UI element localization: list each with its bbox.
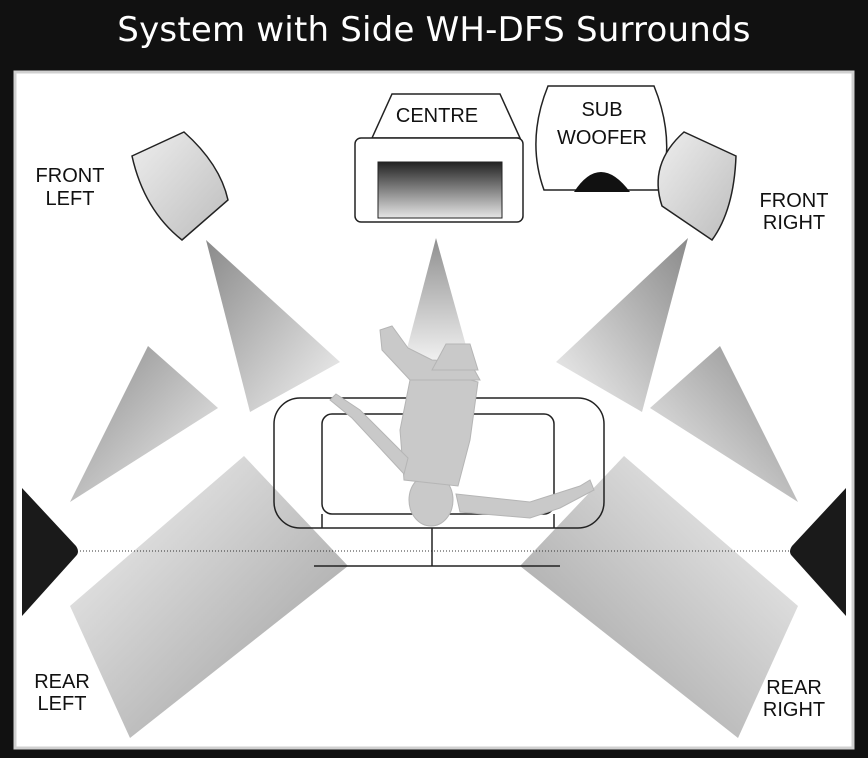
front-right-beam — [556, 238, 688, 412]
centre-speaker: CENTRE — [354, 93, 524, 223]
tv-screen — [377, 161, 503, 219]
front-right-speaker — [657, 131, 737, 242]
front-left-speaker — [131, 131, 229, 241]
subwoofer-label-line1: SUB — [581, 99, 622, 121]
rear-right-beam — [520, 456, 798, 738]
rear-left-label-line1: REAR — [34, 671, 90, 693]
front-left-label-line1: FRONT — [36, 165, 105, 187]
rear-right-label-line1: REAR — [766, 677, 822, 699]
rear-right-label-line2: RIGHT — [763, 699, 825, 721]
rear-left-beam — [70, 456, 348, 738]
left-wall-speaker — [22, 488, 78, 616]
subwoofer: SUB WOOFER — [535, 85, 668, 192]
subwoofer-label-line2: WOOFER — [557, 127, 647, 149]
front-right-label-line1: FRONT — [760, 190, 829, 212]
subwoofer-driver-icon — [574, 172, 630, 192]
right-wall-speaker — [790, 488, 846, 616]
front-left-label-line2: LEFT — [46, 188, 95, 210]
right-side-beam-upper — [650, 346, 798, 502]
centre-label: CENTRE — [396, 105, 478, 127]
left-side-beam-upper — [70, 346, 218, 502]
rear-left-label-line2: LEFT — [38, 693, 87, 715]
listener-figure — [329, 325, 595, 527]
front-left-beam — [206, 240, 340, 412]
centre-beam — [404, 238, 470, 360]
front-right-label-line2: RIGHT — [763, 212, 825, 234]
diagram-title: System with Side WH-DFS Surrounds — [117, 10, 751, 50]
